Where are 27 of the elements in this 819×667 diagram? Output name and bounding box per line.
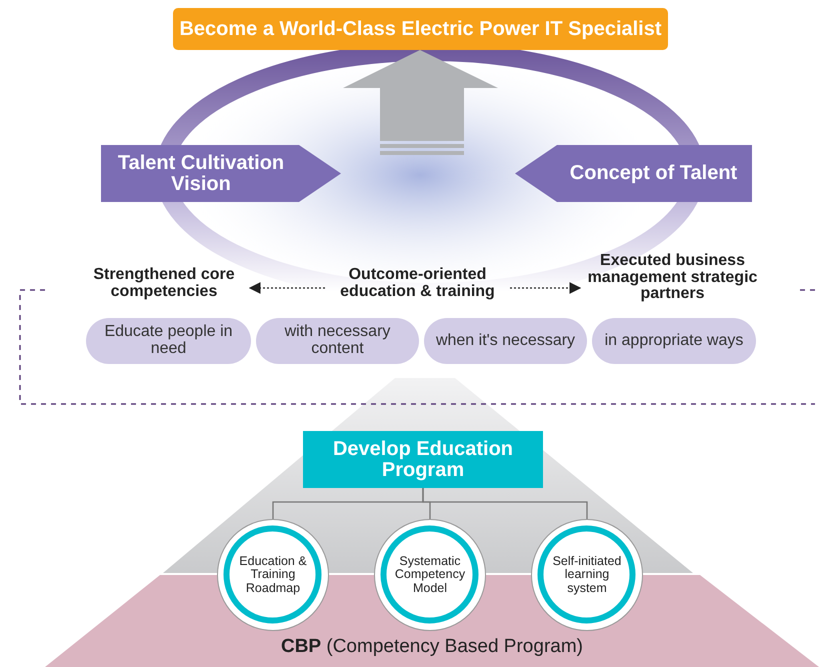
node-label: Concept of Talent [570,163,738,184]
node-label: Self-initiated learning system [552,555,622,595]
pill-box [256,318,419,364]
node-label: Systematic Competency Model [394,555,466,595]
node-label: Outcome-oriented education & training [339,267,496,301]
node-label: Executed business management strategic partners [586,252,758,304]
pill-box [424,318,587,364]
node-label: Develop Education Program [332,438,514,480]
node-label: in appropriate ways [604,332,744,350]
node-label: Education & Training Roadmap [238,555,308,595]
node-label: Become a World-Class Electric Power IT Specialist [179,18,662,40]
block-arrow [343,50,498,155]
node-label: Educate people in need [103,324,234,358]
node-label: Talent Cultivation Vision [116,152,286,194]
connector-line [422,488,588,519]
node-label: Strengthened core competencies [92,267,236,301]
pentagon-arrow-box [515,145,752,202]
pentagon-arrow-box [101,145,341,202]
arrow [248,282,325,294]
arrow [510,282,582,294]
pill-box [592,318,756,364]
goal-box [173,8,668,50]
program-box [303,431,543,488]
node-label: with necessary content [284,324,392,358]
node-label: when it's necessary [436,332,576,350]
pill-box [86,318,251,364]
node-label: CBP (Competency Based Program) [280,637,583,657]
